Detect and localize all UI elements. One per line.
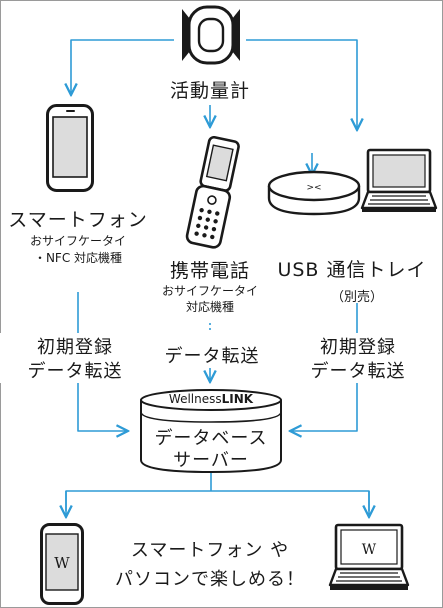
arrow-tracker-to-smartphone xyxy=(71,39,174,95)
center-flow-label: データ転送 xyxy=(142,342,282,368)
arrow-tray-to-server xyxy=(290,380,358,431)
arrow-smartphone-to-server xyxy=(77,380,128,431)
svg-text:><: >< xyxy=(306,183,321,193)
server-brand: WellnessLINK xyxy=(139,392,283,406)
arrow-tracker-to-usb-tray xyxy=(246,39,357,130)
smartphone-note-line2: ・NFC 対応機種 xyxy=(33,251,123,265)
left-flow-line1: 初期登録 xyxy=(0,333,150,359)
flip-phone-note-line1: おサイフケータイ xyxy=(161,284,258,298)
right-flow-line1: 初期登録 xyxy=(283,333,433,359)
server-line2: サーバー xyxy=(173,450,249,471)
server-brand-suffix: LINK xyxy=(221,392,254,406)
footer-phone-brand-mark: W xyxy=(54,554,70,572)
usb-tray-note: （別売） xyxy=(330,290,383,305)
footer-line1: スマートフォン や xyxy=(130,540,290,561)
usb-tray-label: USB 通信トレイ xyxy=(277,259,427,281)
line-distribution-bar xyxy=(65,490,370,511)
smartphone-note-line1: おサイフケータイ xyxy=(29,234,126,248)
flip-phone-label: 携帯電話 xyxy=(169,260,250,282)
smartphone-icon xyxy=(46,104,94,192)
left-flow-line2: データ転送 xyxy=(0,357,150,383)
usb-tray-icon: >< xyxy=(267,170,361,216)
server-brand-prefix: Wellness xyxy=(168,392,222,406)
server-line1: データベース xyxy=(154,428,268,449)
laptop-icon xyxy=(360,148,438,212)
footer-line2: パソコンで楽しめる！ xyxy=(115,569,305,590)
flip-phone-note-line2: 対応機種 xyxy=(185,300,234,314)
activity-tracker-icon xyxy=(182,5,240,65)
footer-laptop-icon: W xyxy=(328,523,410,590)
flip-phone-icon xyxy=(185,136,240,249)
footer-laptop-brand-mark: W xyxy=(362,542,377,558)
database-server-icon xyxy=(140,389,282,474)
tracker-label: 活動量計 xyxy=(169,80,250,102)
smartphone-label: スマートフォン xyxy=(8,209,148,231)
footer-smartphone-icon: W xyxy=(40,523,84,605)
right-flow-line2: データ転送 xyxy=(283,357,433,383)
